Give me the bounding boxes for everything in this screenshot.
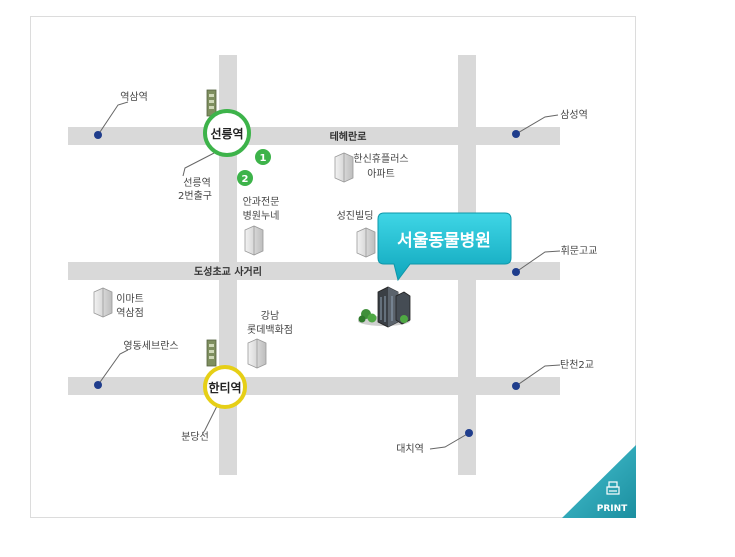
label-bundang-line: 분당선 [181,431,209,443]
road-bottom [68,377,560,395]
road-doseong [68,262,560,280]
label-daechi-station: 대치역 [396,443,424,455]
label-hansin-apt-1: 한신휴플러스 [353,153,408,165]
label-hansin-apt-2: 아파트 [367,168,395,180]
dot-samseong [512,130,520,138]
roads [68,55,560,475]
label-samseong-station: 삼성역 [560,109,588,121]
building-icon-lotte [247,338,267,369]
label-seolleung-exit-1: 선릉역 [183,177,211,189]
road-label-doseong: 도성초교 사거리 [194,265,262,278]
label-yeoksam-station: 역삼역 [120,91,148,103]
printer-icon [606,481,620,495]
subway-pillar-icon-seolleung [206,89,217,117]
leader-lines [97,101,561,450]
dot-hwimun [512,268,520,276]
label-seolleung-exit-2: 2번출구 [178,190,212,202]
label-yeongdong-severance: 영동세브란스 [123,340,178,352]
label-tancheon-bridge: 탄천2교 [560,359,594,371]
subway-pillar-icon-hanti [206,339,217,367]
exit-marker-1-label: 1 [260,153,267,164]
building-icon-hansin [334,152,354,183]
road-teheran [68,127,560,145]
destination-callout[interactable]: 서울동물병원 [377,212,512,282]
label-emart-2: 역삼점 [116,307,144,319]
label-sungjin-building: 성진빌딩 [337,210,374,222]
label-anguajeonmun-2: 병원누네 [243,210,280,222]
print-button[interactable]: PRINT [562,445,636,518]
building-icon-anguajeonmun [244,225,264,256]
road-label-teheran: 테헤란로 [330,130,367,143]
exit-marker-1: 1 [255,149,271,165]
exit-marker-2: 2 [237,170,253,186]
label-anguajeonmun-1: 안과전문 [243,196,280,208]
dot-tancheon [512,382,520,390]
station-seolleung[interactable]: 선릉역 [203,109,251,157]
hospital-building-icon [358,286,411,328]
station-hanti[interactable]: 한티역 [203,365,247,409]
dot-yeongdong [94,381,102,389]
road-right-vertical [458,55,476,475]
exit-marker-2-label: 2 [242,174,249,185]
building-icon-sungjin [356,227,376,258]
label-emart-1: 이마트 [116,293,144,305]
station-seolleung-label: 선릉역 [210,126,243,141]
label-hwimun-bridge: 휘문고교 [561,245,598,257]
dot-yeoksam [94,131,102,139]
building-icon-emart [93,287,113,318]
label-lotte-dept-2: 롯데백화점 [247,324,293,336]
station-hanti-label: 한티역 [208,380,241,395]
label-lotte-dept-1: 강남 [261,310,279,322]
destination-name: 서울동물병원 [397,231,491,251]
dot-daechi [465,429,473,437]
print-label: PRINT [597,504,628,514]
location-dots [94,130,520,437]
